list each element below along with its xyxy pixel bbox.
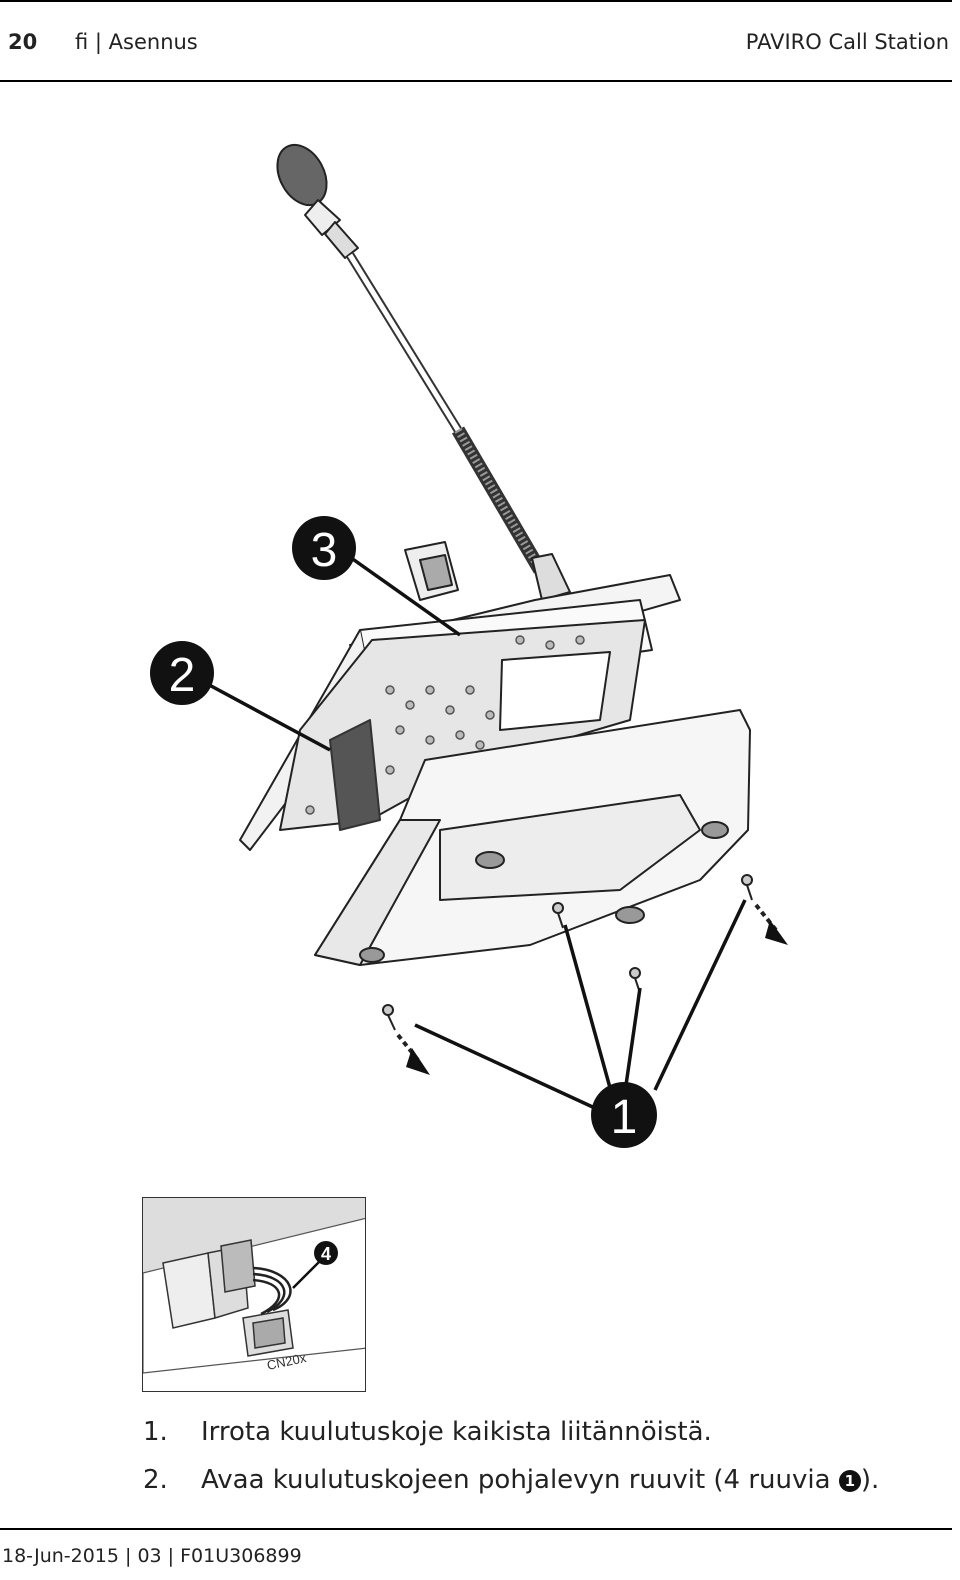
footer-text: 18-Jun-2015 | 03 | F01U306899 [2, 1545, 302, 1567]
footer-rule [0, 1528, 952, 1530]
step-number: 2. [143, 1465, 168, 1495]
callout-4 [314, 1241, 338, 1265]
gooseneck [346, 252, 571, 601]
step-text: Avaa kuulutuskojeen pohjalevyn ruuvit (4… [201, 1465, 839, 1495]
step-2: 2. Avaa kuulutuskojeen pohjalevyn ruuvit … [143, 1456, 879, 1504]
page-number: 20 [8, 30, 38, 54]
microphone-head [276, 143, 359, 259]
callout-3 [292, 516, 356, 580]
instruction-list: 1. Irrota kuulutuskoje kaikista liitännöi… [143, 1408, 879, 1504]
circuit-board [279, 619, 646, 831]
screws [382, 874, 753, 1031]
step-text: Irrota kuulutuskoje kaikista liitännöist… [201, 1417, 712, 1447]
section-label: fi | Asennus [75, 30, 198, 54]
step-number: 1. [143, 1417, 168, 1447]
callout-2-label: 2 [169, 649, 196, 702]
callout-2 [150, 641, 214, 705]
callout-3-label: 3 [311, 524, 338, 577]
connector-detail-inset: 4 CN20x [142, 1197, 366, 1392]
loose-connector [404, 541, 459, 601]
base-housing [314, 709, 751, 966]
step-1: 1. Irrota kuulutuskoje kaikista liitännöi… [143, 1408, 879, 1456]
product-name: PAVIRO Call Station [745, 30, 949, 54]
callout-reference-1: 1 [838, 1470, 861, 1492]
leader-lines [199, 548, 747, 1117]
callout-1 [591, 1082, 657, 1148]
callout-4-label: 4 [321, 1244, 331, 1264]
step-text-end: ). [860, 1465, 880, 1495]
callout-1-label: 1 [611, 1091, 638, 1144]
installation-illustration: 3 2 1 [150, 143, 788, 1148]
page-header: 20 fi | Asennus PAVIRO Call Station [0, 0, 952, 82]
